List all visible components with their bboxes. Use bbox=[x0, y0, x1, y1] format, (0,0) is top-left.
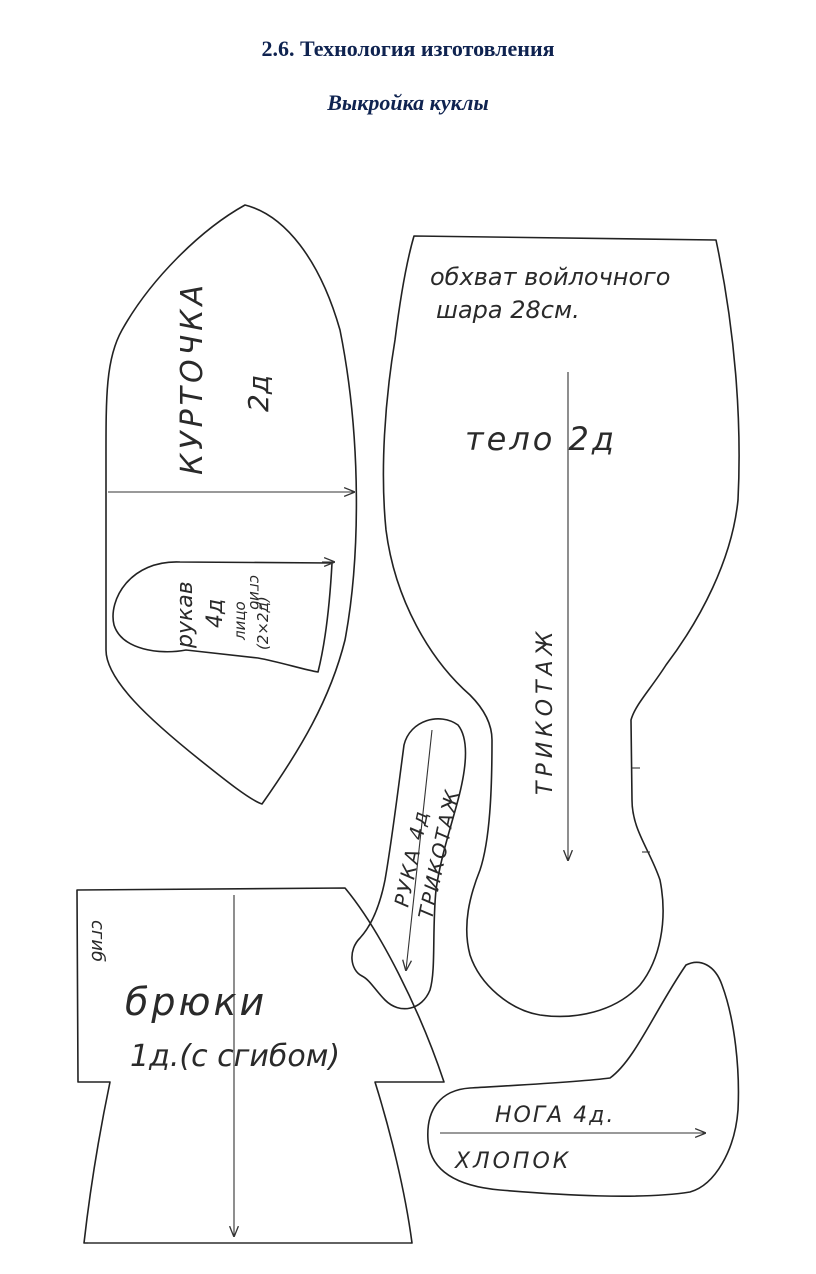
sleeve-fold-label: сгиб bbox=[246, 575, 264, 610]
body-piece: обхват войлочного шара 28см. тело 2д ТРИ… bbox=[382, 235, 740, 1018]
sleeve-label: рукав bbox=[173, 581, 198, 649]
trousers-count: 1д.(с сгибом) bbox=[130, 1039, 340, 1074]
sleeve-note-face: лицо bbox=[231, 601, 249, 641]
arm-grain-arrow bbox=[406, 729, 433, 970]
trousers-fold-label: сгиб bbox=[87, 920, 108, 962]
trousers-label: брюки bbox=[125, 980, 267, 1024]
leg-outline bbox=[427, 961, 740, 1197]
leg-label: НОГА 4д. bbox=[495, 1103, 615, 1128]
arm-piece: РУКА 4д ТРИКОТАЖ bbox=[351, 718, 467, 1010]
page-title: 2.6. Технология изготовления bbox=[261, 36, 555, 61]
leg-piece: НОГА 4д. ХЛОПОК bbox=[427, 961, 740, 1197]
jacket-piece: КУРТОЧКА 2д рукав 4д лицо (2×2д) сгиб bbox=[105, 204, 358, 805]
sleeve-count: 4д bbox=[203, 599, 228, 628]
trousers-outline bbox=[76, 887, 445, 1244]
body-label: тело 2д bbox=[465, 420, 617, 458]
body-girth-note-line1: обхват войлочного bbox=[430, 263, 670, 291]
jacket-label: КУРТОЧКА bbox=[175, 281, 210, 475]
sleeve-outline bbox=[112, 561, 333, 673]
page-subtitle: Выкройка куклы bbox=[327, 90, 489, 115]
leg-fabric: ХЛОПОК bbox=[454, 1149, 571, 1174]
arm-outline bbox=[351, 718, 467, 1010]
sleeve-note-pieces: (2×2д) bbox=[254, 596, 272, 650]
body-fabric: ТРИКОТАЖ bbox=[533, 627, 558, 795]
trousers-piece: сгиб брюки 1д.(с сгибом) bbox=[76, 887, 445, 1244]
body-girth-note-line2: шара 28см. bbox=[436, 296, 580, 324]
jacket-count: 2д bbox=[242, 375, 275, 412]
body-outline bbox=[382, 235, 740, 1018]
jacket-outline bbox=[105, 204, 358, 805]
